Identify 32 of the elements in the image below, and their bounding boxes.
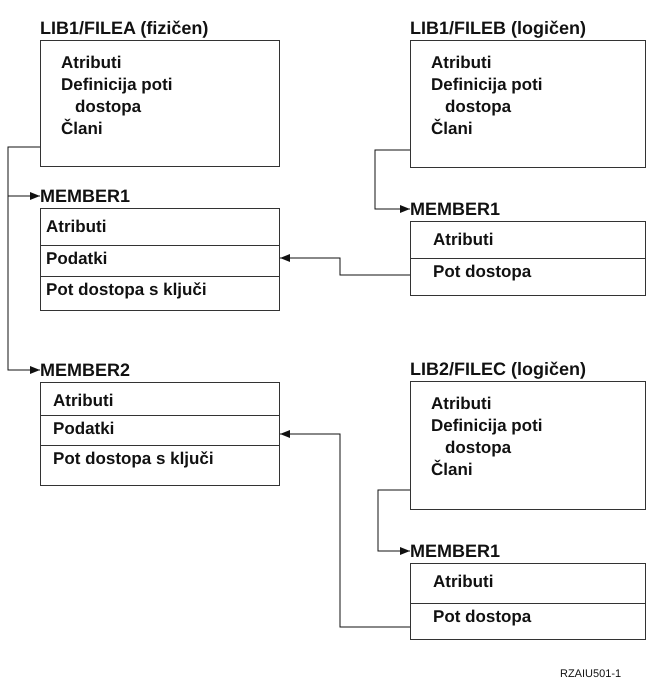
figure-id: RZAIU501-1 <box>560 668 622 680</box>
file-item: Člani <box>431 118 473 140</box>
member-item: Atributi <box>433 571 494 593</box>
file-item: Člani <box>431 459 473 481</box>
member-item: Podatki <box>46 248 108 270</box>
member-name: MEMBER1 <box>410 198 500 221</box>
file-item: Definicija poti dostopa <box>61 74 174 118</box>
arrow <box>8 146 40 374</box>
file-name: LIB2/FILEC (logičen) <box>410 358 586 381</box>
file-name: LIB1/FILEB (logičen) <box>410 17 586 40</box>
file-item: Definicija poti dostopa <box>431 415 544 459</box>
arrow <box>280 430 410 628</box>
member-item: Podatki <box>53 418 114 440</box>
member-item: Atributi <box>46 216 106 238</box>
file-item: Definicija poti dostopa <box>431 74 544 118</box>
arrow <box>374 150 410 213</box>
member-item: Atributi <box>433 229 494 251</box>
member-name: MEMBER1 <box>40 185 130 208</box>
member-name: MEMBER1 <box>410 540 500 563</box>
file-item: Atributi <box>431 393 492 415</box>
member-item: Pot dostopa s ključi <box>53 448 214 470</box>
file-item: Atributi <box>431 52 492 74</box>
member-item: Pot dostopa s ključi <box>46 279 207 301</box>
member-item: Pot dostopa <box>433 261 532 283</box>
member-name: MEMBER2 <box>40 359 130 382</box>
file-name: LIB1/FILEA (fizičen) <box>40 17 208 40</box>
file-item: Atributi <box>61 52 122 74</box>
file-item: Člani <box>61 118 103 140</box>
member-item: Pot dostopa <box>433 606 532 628</box>
arrow <box>378 490 410 555</box>
arrow <box>280 254 410 276</box>
member-item: Atributi <box>53 390 114 412</box>
